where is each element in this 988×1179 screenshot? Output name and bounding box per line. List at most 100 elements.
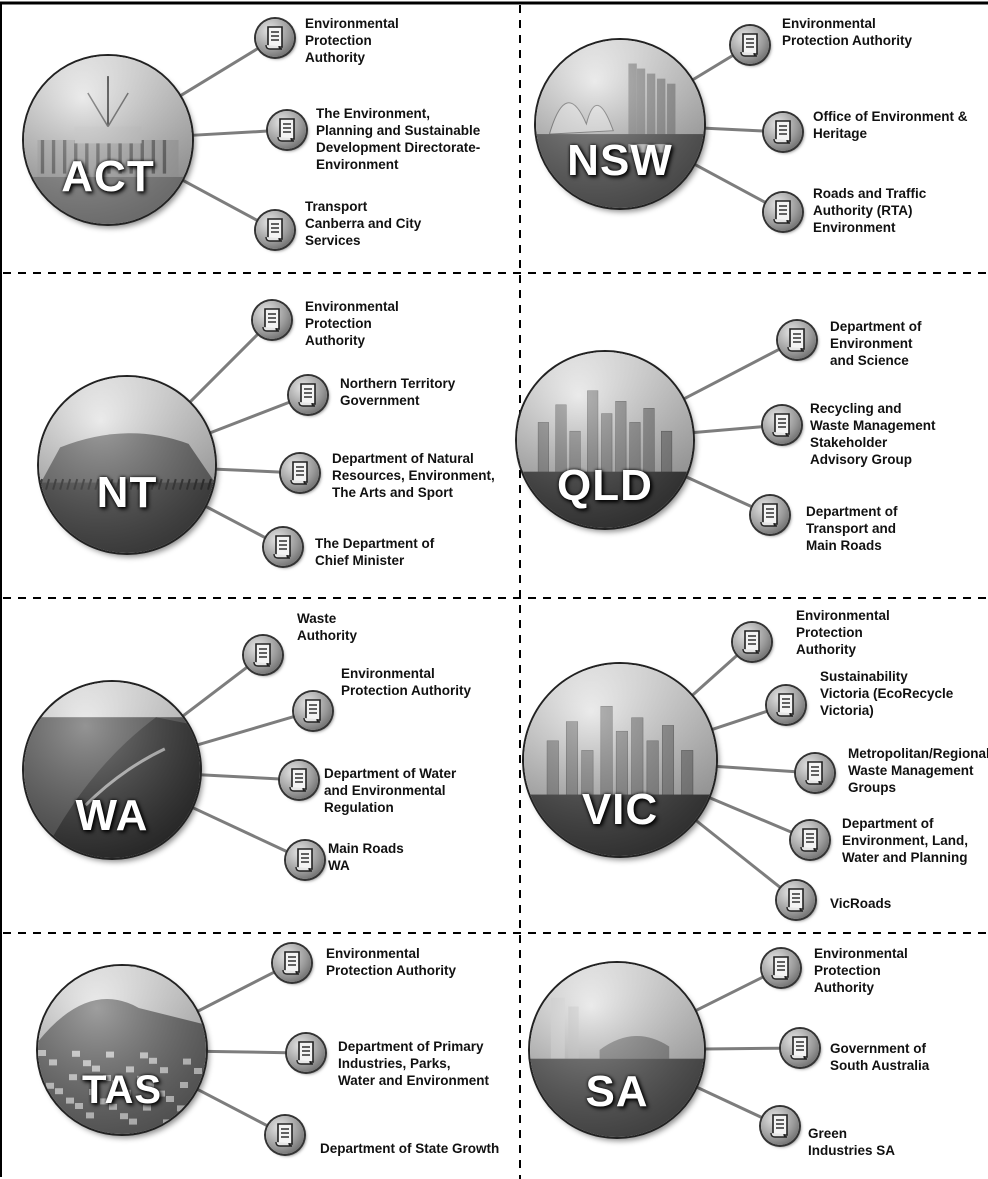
document-scroll-icon: [777, 881, 815, 919]
act-code-label: ACT: [61, 151, 155, 201]
document-scroll-icon: [253, 301, 291, 339]
document-scroll-icon: [273, 944, 311, 982]
document-scroll-icon: [268, 111, 306, 149]
sa-agency-label: Government of South Australia: [830, 1041, 930, 1073]
tas-photo-circle: TAS: [38, 966, 206, 1134]
document-scroll-icon: [264, 528, 302, 566]
document-scroll-icon: [764, 193, 802, 231]
vic-connector-4: [694, 818, 783, 890]
act-photo-circle: ACT: [24, 56, 192, 224]
nt-connector-3: [204, 504, 267, 540]
vic-connector-3: [707, 795, 794, 835]
qld-code-label: QLD: [557, 460, 653, 510]
tas-connector-0: [196, 970, 276, 1014]
vic-connector-0: [690, 653, 739, 698]
document-scroll-icon: [796, 754, 834, 792]
vic-agency-label: Sustainability Victoria (EcoRecycle Vict…: [820, 669, 954, 718]
qld-connector-0: [682, 347, 781, 401]
sa-connector-0: [694, 975, 765, 1013]
qld-agency-label: Department of Transport and Main Roads: [806, 504, 898, 553]
document-scroll-icon: [763, 406, 801, 444]
wa-agency-label: Main Roads WA: [328, 841, 404, 873]
nsw-agency-label: Environmental Protection Authority: [782, 16, 912, 48]
vic-code-label: VIC: [581, 785, 659, 835]
qld-photo-circle: QLD: [517, 352, 693, 528]
document-scroll-icon: [791, 821, 829, 859]
document-scroll-icon: [266, 1116, 304, 1154]
vic-photo-circle: VIC: [524, 664, 716, 856]
document-scroll-icon: [733, 623, 771, 661]
tas-agency-label: Department of State Growth: [320, 1141, 500, 1156]
document-scroll-icon: [294, 692, 332, 730]
tas-agency-label: Environmental Protection Authority: [326, 946, 456, 978]
document-scroll-icon: [764, 113, 802, 151]
wa-agency-label: Environmental Protection Authority: [341, 666, 471, 698]
nsw-connector-1: [703, 126, 765, 133]
tas-code-label: TAS: [81, 1067, 163, 1112]
tas-connector-2: [195, 1087, 269, 1128]
document-scroll-icon: [289, 376, 327, 414]
tas-agency-label: Department of Primary Industries, Parks,…: [338, 1039, 490, 1088]
document-scroll-icon: [778, 321, 816, 359]
wa-photo-circle: WA: [24, 682, 200, 858]
wa-connector-1: [196, 714, 296, 747]
wa-agency-label: Waste Authority: [297, 611, 357, 643]
qld-agency-label: Department of Environment and Science: [830, 319, 922, 368]
act-connector-2: [181, 178, 259, 223]
nt-connector-2: [214, 467, 282, 474]
nsw-agency-label: Office of Environment & Heritage: [813, 109, 968, 141]
nt-photo-circle: NT: [39, 377, 215, 553]
nt-agency-label: Northern Territory Government: [340, 376, 456, 408]
vic-connector-1: [710, 709, 769, 732]
nt-connector-1: [208, 400, 291, 435]
act-connector-1: [191, 129, 269, 137]
tas-connector-1: [205, 1049, 288, 1055]
document-scroll-icon: [767, 686, 805, 724]
document-scroll-icon: [280, 761, 318, 799]
act-agency-label: The Environment, Planning and Sustainabl…: [316, 106, 481, 172]
connector-lines: [178, 46, 797, 1128]
document-scroll-icon: [256, 19, 294, 57]
nsw-code-label: NSW: [567, 135, 673, 185]
sa-agency-label: Environmental Protection Authority: [814, 946, 908, 995]
document-scroll-icon: [731, 26, 769, 64]
qld-connector-2: [684, 475, 754, 509]
nsw-connector-0: [691, 53, 735, 82]
nsw-agency-label: Roads and Traffic Authority (RTA) Enviro…: [813, 186, 927, 235]
act-agency-label: Environmental Protection Authority: [305, 16, 399, 65]
nt-connector-0: [188, 332, 260, 404]
wa-code-label: WA: [75, 790, 149, 840]
act-connector-0: [178, 46, 260, 98]
document-scroll-icon: [781, 1029, 819, 1067]
vic-connector-2: [715, 764, 797, 774]
nsw-connector-2: [693, 162, 767, 205]
wa-connector-2: [199, 773, 281, 781]
vic-agency-label: Environmental Protection Authority: [796, 608, 890, 657]
vic-agency-label: Department of Environment, Land, Water a…: [842, 816, 969, 865]
sa-agency-label: Green Industries SA: [808, 1126, 896, 1158]
sa-connector-2: [695, 1085, 764, 1120]
sa-code-label: SA: [585, 1066, 649, 1116]
nt-agency-label: Environmental Protection Authority: [305, 299, 399, 348]
document-scroll-icon: [281, 454, 319, 492]
nt-code-label: NT: [96, 468, 158, 518]
nt-agency-label: Department of Natural Resources, Environ…: [332, 451, 495, 500]
nsw-photo-circle: NSW: [536, 40, 704, 208]
document-scroll-icon: [244, 636, 282, 674]
nt-agency-label: The Department of Chief Minister: [315, 536, 435, 568]
document-scroll-icon: [256, 211, 294, 249]
document-scroll-icon: [751, 496, 789, 534]
qld-agency-label: Recycling and Waste Management Stakehold…: [810, 401, 936, 467]
document-scroll-icon: [761, 1107, 799, 1145]
wa-agency-label: Department of Water and Environmental Re…: [324, 766, 457, 815]
document-scroll-icon: [287, 1034, 325, 1072]
vic-agency-label: VicRoads: [830, 896, 892, 911]
qld-connector-1: [692, 425, 764, 435]
vic-agency-label: Metropolitan/Regional Waste Management G…: [848, 746, 988, 795]
sa-photo-circle: SA: [530, 963, 704, 1137]
sa-connector-1: [703, 1046, 782, 1051]
document-scroll-icon: [286, 841, 324, 879]
wa-connector-0: [181, 665, 249, 718]
